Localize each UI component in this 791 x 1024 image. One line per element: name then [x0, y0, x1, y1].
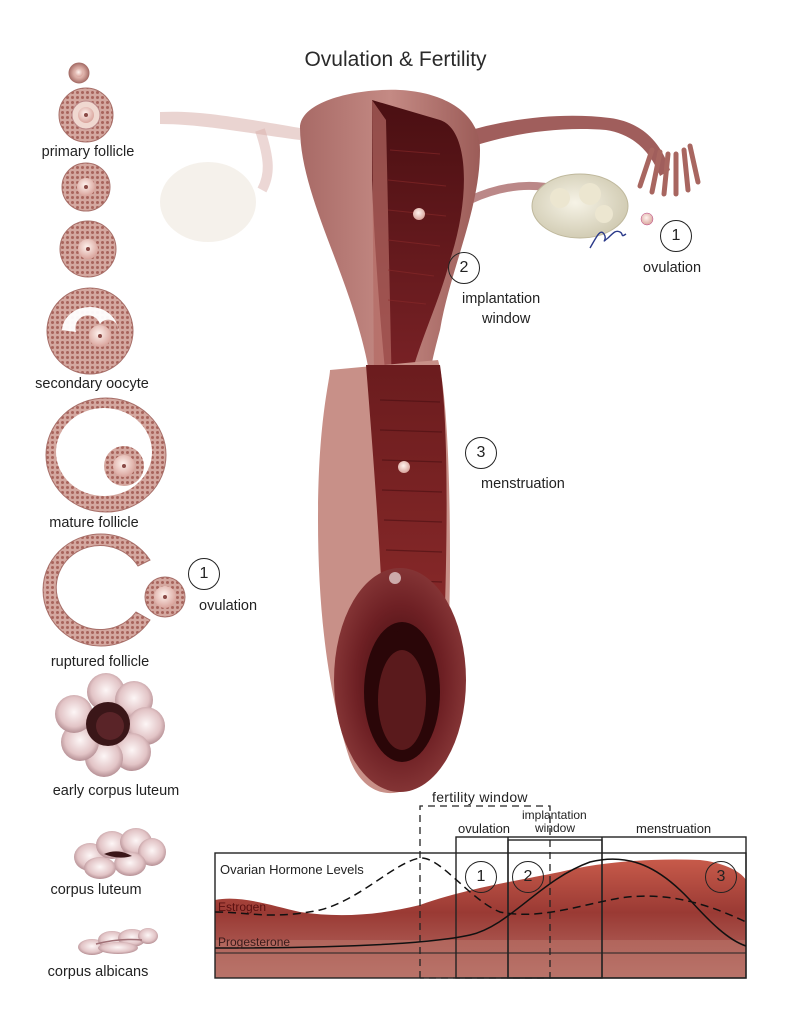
page-title: Ovulation & Fertility: [304, 48, 487, 71]
label-secondary-oocyte: secondary oocyte: [35, 376, 149, 392]
label-implantation: implantation: [462, 291, 541, 307]
label-menstruation: menstruation: [481, 476, 565, 492]
chart-marker-3: 3: [705, 861, 737, 893]
chart-implantation-label: implantation: [522, 808, 587, 822]
label-ovulation-left: ovulation: [199, 598, 258, 614]
label-ovulation-right: ovulation: [643, 260, 702, 276]
label-corpus-luteum: corpus luteum: [50, 882, 142, 898]
label-corpus-albicans: corpus albicans: [47, 964, 149, 980]
label-window: window: [482, 311, 531, 327]
hormone-chart: [214, 805, 747, 979]
chart-fertility-window-label: fertility window: [432, 789, 528, 805]
marker-menstruation: 3: [465, 437, 497, 469]
chart-window-label: window: [535, 821, 576, 835]
chart-menstruation-label: menstruation: [636, 821, 712, 836]
chart-marker-1: 1: [465, 861, 497, 893]
marker-ovulation-right: 1: [660, 220, 692, 252]
label-ruptured-follicle: ruptured follicle: [50, 654, 150, 670]
label-mature-follicle: mature follicle: [49, 515, 139, 531]
legend-progesterone: Progesterone: [218, 935, 291, 949]
chart-marker-2: 2: [512, 861, 544, 893]
chart-title: Ovarian Hormone Levels: [220, 862, 364, 877]
marker-implantation-window: 2: [448, 252, 480, 284]
chart-ovulation-label: ovulation: [458, 821, 511, 836]
uterus-illustration: [160, 89, 701, 794]
follicle-stages: [42, 62, 186, 955]
artist-signature: [589, 230, 627, 249]
label-early-corpus-luteum: early corpus luteum: [52, 783, 180, 799]
label-primary-follicle: primary follicle: [41, 144, 135, 160]
marker-ovulation-left: 1: [188, 558, 220, 590]
legend-estrogen: Estrogen: [218, 900, 267, 914]
